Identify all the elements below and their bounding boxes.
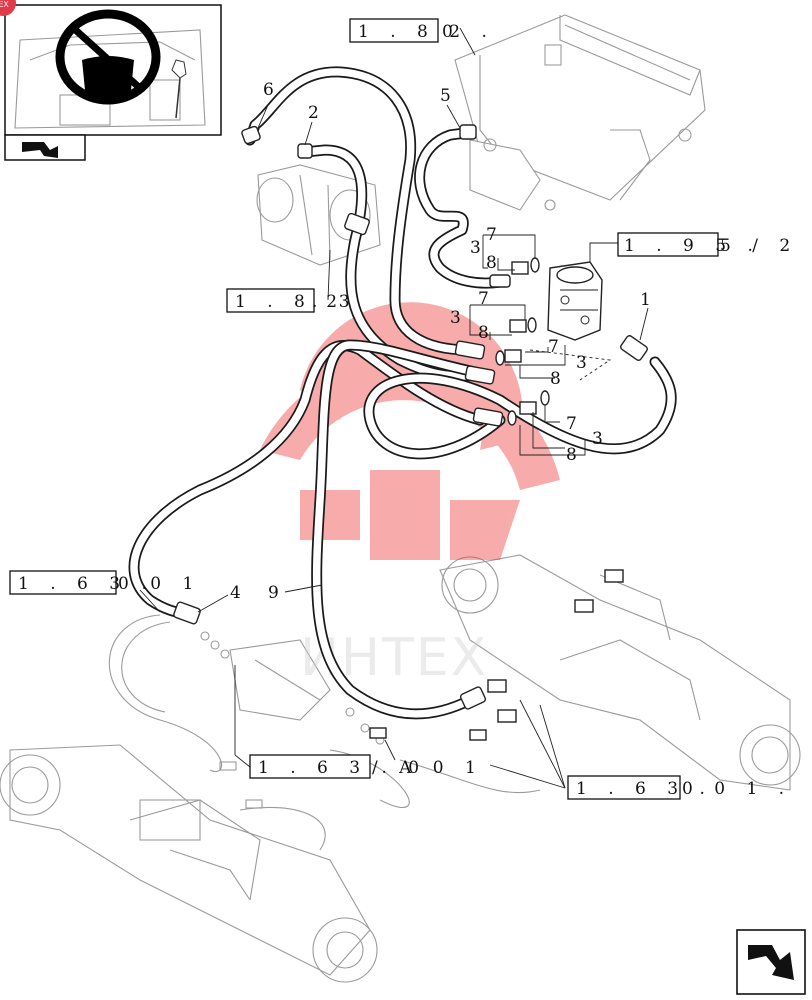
ref-box-1820[interactable]: 1 . 8 2 . 0	[349, 18, 495, 43]
callout-7d: 7	[566, 414, 577, 434]
thumbnail-panel[interactable]: EX	[0, 0, 222, 161]
ref-box-16301[interactable]: 1 . 6 3 . 0 0 1	[9, 570, 201, 595]
ghost-rear-axle-left	[0, 744, 378, 983]
steering-wheel-thumbnail	[14, 9, 206, 129]
callout-4: 4	[230, 583, 241, 603]
svg-text:5 / 2 0: 5 / 2 0	[720, 236, 812, 256]
ghost-front-axle-right	[439, 554, 801, 791]
svg-text:/ A 0 1: / A 0 1	[372, 758, 484, 778]
callout-1: 1	[640, 290, 651, 310]
svg-text:. 3: . 3	[312, 292, 358, 312]
callout-5: 5	[440, 86, 451, 106]
svg-text:1 . 9 5 .: 1 . 9 5 .	[624, 236, 761, 256]
svg-text:1 . 8 2: 1 . 8 2	[235, 292, 345, 312]
callout-9: 9	[268, 583, 279, 603]
svg-text:0 0 1: 0 0 1	[118, 574, 201, 594]
callout-3c: 3	[576, 353, 587, 373]
ref-box-1630A[interactable]: 1 . 6 3 . 0 / A 0 1	[249, 754, 484, 779]
svg-text:0: 0	[442, 22, 461, 42]
badge-text: EX	[0, 0, 9, 9]
callout-6: 6	[263, 80, 274, 100]
leader-lines	[139, 27, 649, 789]
ghost-valve-block	[200, 631, 385, 809]
callout-3b: 3	[450, 308, 461, 328]
svg-text:1 . 6 3 . 0: 1 . 6 3 . 0	[258, 758, 427, 778]
callout-3d: 3	[592, 429, 603, 449]
next-page-arrow-icon[interactable]	[736, 929, 806, 995]
callout-2: 2	[308, 103, 319, 123]
arrow-nav-icon[interactable]	[22, 142, 58, 158]
callout-8a: 8	[486, 253, 497, 273]
callout-8d: 8	[566, 445, 577, 465]
callouts: 6 2 5 1 4 9 7 3 8 7 3 8 7 3 8 7 3 8	[230, 80, 651, 603]
callout-8c: 8	[550, 369, 561, 389]
svg-text:1 . 6 3 .: 1 . 6 3 .	[576, 779, 713, 799]
ref-box-16301b[interactable]: 1 . 6 3 . 0 0 1 .	[567, 775, 792, 800]
fittings	[173, 124, 648, 741]
callout-7a: 7	[486, 225, 497, 245]
callout-7b: 7	[478, 289, 489, 309]
ref-box-1953[interactable]: 1 . 9 5 . 5 / 2 0	[617, 232, 812, 257]
svg-text:1 . 6 3 .: 1 . 6 3 .	[18, 574, 155, 594]
hose-group	[128, 66, 677, 720]
steering-valve	[547, 261, 603, 341]
callout-8b: 8	[478, 323, 489, 343]
callout-7c: 7	[548, 337, 559, 357]
badge-dot	[0, 0, 16, 16]
callout-3a: 3	[470, 238, 481, 258]
svg-text:0 0 1 .: 0 0 1 .	[682, 779, 792, 799]
ref-box-1823[interactable]: 1 . 8 2 . 3	[226, 288, 358, 313]
svg-text:1 . 8 2 .: 1 . 8 2 .	[358, 22, 495, 42]
ghost-fuel-tank	[454, 14, 706, 211]
